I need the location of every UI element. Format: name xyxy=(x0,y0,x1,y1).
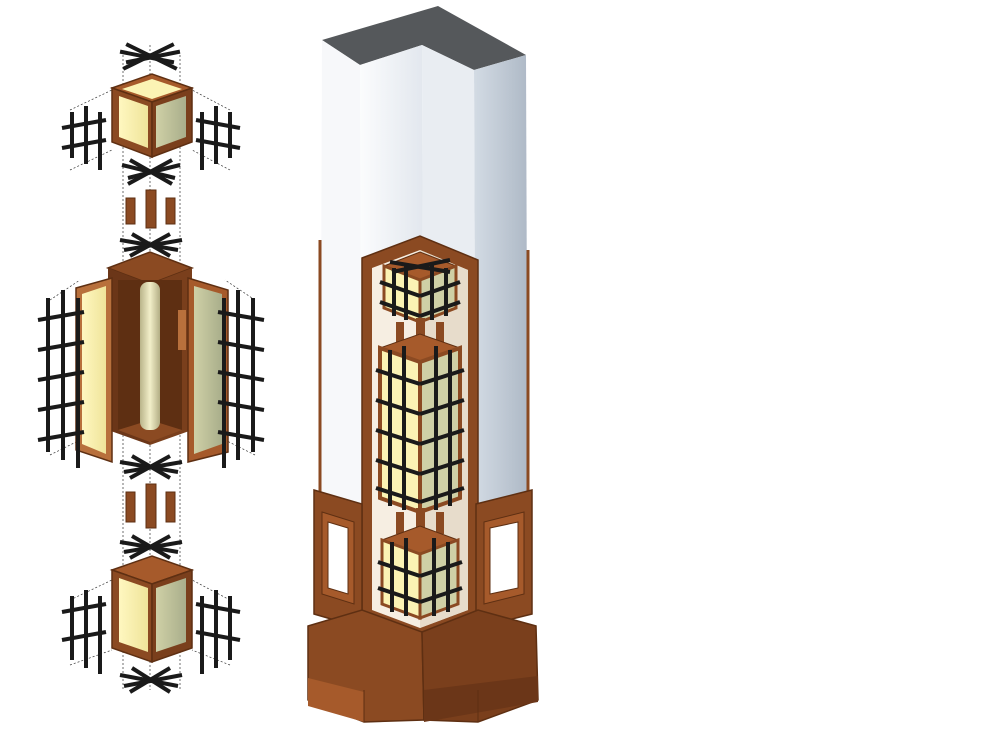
bottom-cross-grille xyxy=(119,666,183,694)
bottom-cube-lantern xyxy=(109,555,195,664)
mid-upper-cross-grille xyxy=(119,232,183,258)
top-side-grille-left xyxy=(61,106,107,170)
column-left-face xyxy=(320,40,362,620)
light-tube xyxy=(140,282,160,430)
top-cube-lantern xyxy=(109,73,195,159)
lower-cross-grille xyxy=(119,534,183,560)
assembled-top-lantern xyxy=(379,251,461,325)
assembled-column xyxy=(307,6,539,723)
bottom-side-grille-right xyxy=(195,590,241,674)
right-glass-panel xyxy=(187,276,229,463)
bottom-side-grille-left xyxy=(61,590,107,674)
right-wainscot-panel xyxy=(475,489,533,629)
column-base-plinth xyxy=(307,609,539,723)
assembled-bottom-lantern xyxy=(377,525,463,621)
lower-connector-posts xyxy=(125,483,176,529)
left-glass-panel xyxy=(75,277,113,464)
upper-connector-posts xyxy=(125,189,176,229)
assembled-upper-connectors xyxy=(396,318,444,348)
assembled-middle-lantern xyxy=(375,333,465,515)
left-tall-grille xyxy=(37,290,85,468)
right-tall-grille xyxy=(217,290,265,468)
upper-cross-grille xyxy=(121,158,181,186)
mid-lower-cross-grille xyxy=(119,454,183,480)
assembled-lower-connectors xyxy=(396,508,444,538)
column-right-wall xyxy=(474,55,528,620)
top-cross-grille xyxy=(119,42,181,71)
left-wainscot-panel xyxy=(313,489,363,629)
top-side-grille-right xyxy=(195,106,241,170)
exploded-view xyxy=(37,42,265,694)
column-top-cap xyxy=(322,6,526,70)
central-lantern-box xyxy=(105,251,195,445)
